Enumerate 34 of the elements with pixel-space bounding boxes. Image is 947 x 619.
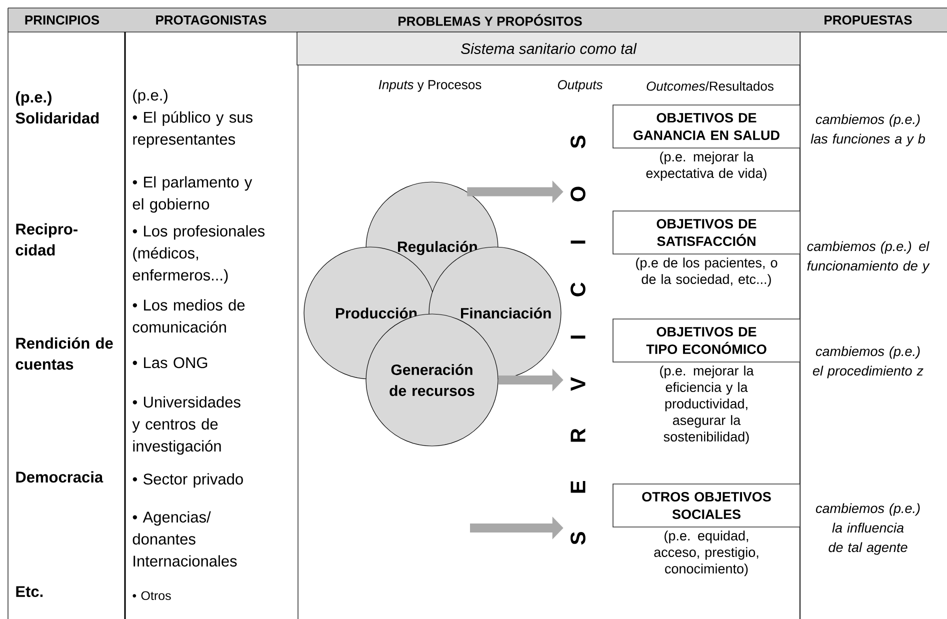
column-subheader: Outcomes/Resultados <box>646 81 774 91</box>
title-bar: Sistema sanitario como tal <box>296 32 800 66</box>
actor-text: • El parlamento y el gobierno <box>132 176 252 213</box>
goal-box: OBJETIVOS DE SATISFACCIÓN <box>612 210 800 254</box>
column-header: PROPUESTAS <box>824 15 912 25</box>
vertical-text: S E R V I C I O S <box>570 136 586 545</box>
principle-text: Etc. <box>16 586 43 598</box>
proposal-text: cambiemos (p.e.) la influencia de tal agente <box>816 503 920 555</box>
actor-text: • Sector privado <box>132 473 243 488</box>
actor-text: • El público y sus representantes <box>132 111 252 148</box>
proposal-text: cambiemos (p.e.) el funcionamiento de y <box>807 241 930 274</box>
description-text: (p.e. mejorar la expectativa de vida) <box>646 152 766 181</box>
actor-text: • Agencias/ donantes Internacionales <box>132 511 237 567</box>
actor-text: • Universidades y centros de investigación <box>132 396 240 455</box>
principle-text: Rendición de cuentas <box>16 337 113 370</box>
actor-text: (p.e.) <box>133 89 168 104</box>
principle-text: Democracia <box>16 471 104 483</box>
actor-text: • Los medios de comunicación <box>132 299 245 333</box>
actor-text: • Otros <box>132 591 171 600</box>
actor-text: • Las ONG <box>132 357 208 368</box>
goal-box: OBJETIVOS DE GANANCIA EN SALUD <box>612 104 800 148</box>
actor-text: • Los profesionales (médicos, enfermeros...) <box>132 225 265 284</box>
description-text: (p.e. equidad, acceso, prestigio, conocimiento) <box>654 530 758 576</box>
description-text: (p.e de los pacientes, o de la sociedad, etc...) <box>636 258 778 287</box>
principle-text: (p.e.) Solidaridad <box>16 91 99 124</box>
column-subheader: Outputs <box>558 80 602 92</box>
principle-text: Recipro- cidad <box>16 223 78 256</box>
proposal-text: cambiemos (p.e.) el procedimiento z <box>812 346 924 378</box>
goal-box: OTROS OBJETIVOS SOCIALES <box>612 484 800 528</box>
column-header: PROTAGONISTAS <box>156 15 266 25</box>
column-header: PRINCIPIOS <box>25 15 100 25</box>
description-text: (p.e. mejorar la eficiencia y la productividad, asegurar la sostenibilidad) <box>660 366 754 444</box>
goal-box: OBJETIVOS DE TIPO ECONÓMICO <box>612 318 800 362</box>
column-subheader: Inputs y Procesos <box>378 80 482 92</box>
